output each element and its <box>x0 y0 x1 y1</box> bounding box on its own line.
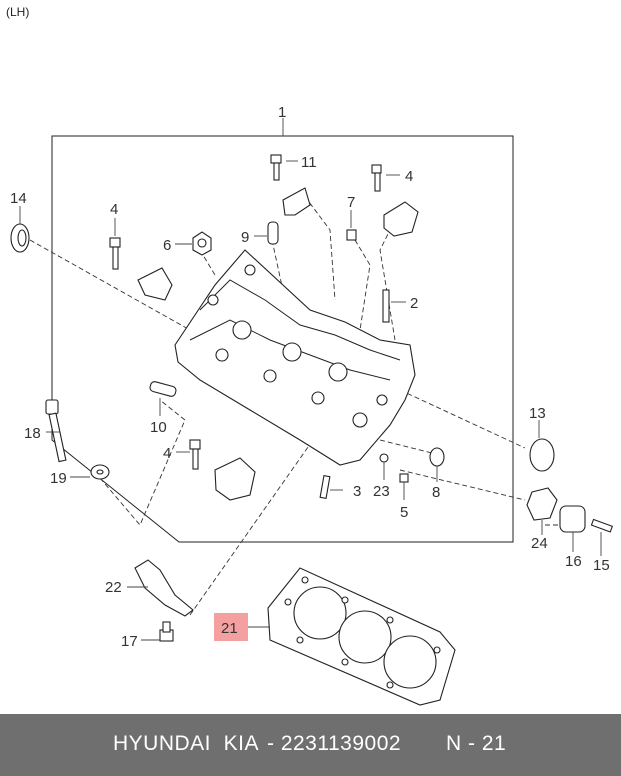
callout-22: 22 <box>105 579 122 596</box>
bolt-7 <box>346 229 357 241</box>
footer-ref: N - 21 <box>446 732 507 755</box>
stud-2 <box>382 289 390 323</box>
callout-14: 14 <box>10 190 27 207</box>
cam-cap-right <box>383 201 419 237</box>
cam-cap-left <box>137 267 173 301</box>
footer-part-number: - 2231139002 <box>267 732 402 755</box>
callout-13: 13 <box>529 405 546 422</box>
head-gasket <box>267 567 456 706</box>
cap-13 <box>529 438 555 472</box>
pin-10 <box>149 381 177 397</box>
callout-7: 7 <box>347 194 355 211</box>
cover-16 <box>559 505 586 533</box>
callout-4-top: 4 <box>405 168 413 185</box>
bolt-4-left <box>109 237 121 270</box>
bolt-11 <box>270 154 282 181</box>
callout-3: 3 <box>353 483 361 500</box>
bolt-4-top <box>371 164 382 192</box>
bolt-5 <box>399 473 409 483</box>
callout-2: 2 <box>410 295 418 312</box>
bolt-4-bottom <box>189 439 201 470</box>
cam-cap-top <box>282 187 311 216</box>
callout-17: 17 <box>121 633 138 650</box>
callout-4-bottom: 4 <box>163 445 171 462</box>
nut-6 <box>192 231 212 256</box>
callout-9: 9 <box>241 229 249 246</box>
callout-16: 16 <box>565 553 582 570</box>
callout-21: 21 <box>221 620 238 637</box>
exploded-parts-diagram: 1 2 3 4 4 4 5 6 7 8 9 10 11 13 14 15 16 … <box>10 104 614 706</box>
guide-lines <box>29 189 570 616</box>
seal-8 <box>429 447 445 467</box>
callout-1: 1 <box>278 104 286 121</box>
pin-9 <box>267 221 279 245</box>
view-label: (LH) <box>6 5 30 19</box>
callout-8: 8 <box>432 484 440 501</box>
callout-5: 5 <box>400 504 408 521</box>
bolt-18 <box>45 399 67 463</box>
callout-11: 11 <box>301 154 317 171</box>
bolt-17 <box>159 621 174 642</box>
bolt-15 <box>590 518 614 533</box>
bracket-22 <box>134 559 194 617</box>
washer-19 <box>90 464 110 480</box>
assembly-bracket <box>51 135 514 543</box>
callout-18: 18 <box>24 425 41 442</box>
stud-3 <box>319 475 331 499</box>
leader-lines <box>19 160 602 641</box>
seal-14 <box>10 223 30 253</box>
callout-15: 15 <box>593 557 610 574</box>
callout-10: 10 <box>150 419 167 436</box>
callout-4-left: 4 <box>110 201 118 218</box>
plug-23 <box>379 453 389 463</box>
callout-21-highlight <box>214 613 248 641</box>
footer-brand: HYUNDAI KIA <box>113 732 260 755</box>
cam-cap-bottom <box>214 457 256 501</box>
callout-6: 6 <box>163 237 171 254</box>
cylinder-head <box>174 249 416 466</box>
footer-bar: HYUNDAI KIA - 2231139002 N - 21 <box>0 714 621 776</box>
callout-19: 19 <box>50 470 67 487</box>
housing-24 <box>526 487 558 521</box>
callout-23: 23 <box>373 483 390 500</box>
callout-24: 24 <box>531 535 548 552</box>
